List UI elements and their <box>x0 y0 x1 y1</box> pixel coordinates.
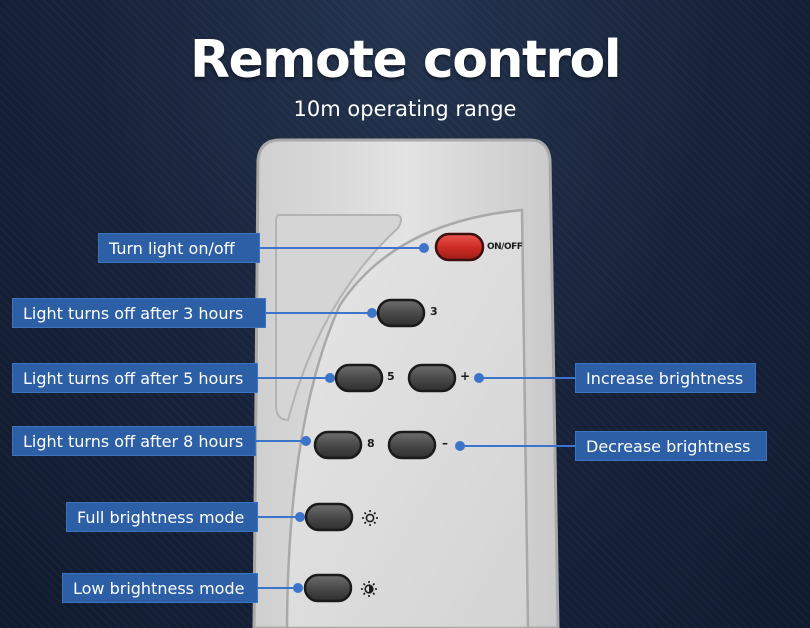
callout-turn-light-on-off: Turn light on/off <box>98 233 260 263</box>
decrease-brightness-button[interactable] <box>387 430 437 460</box>
sun-outline-icon <box>362 510 378 526</box>
connector-dot-decrease <box>455 441 465 451</box>
callout-decrease-brightness: Decrease brightness <box>575 431 767 461</box>
full-brightness-button[interactable] <box>304 502 354 532</box>
timer-3h-button[interactable] <box>376 298 426 328</box>
onoff-button[interactable] <box>434 232 485 262</box>
connector-dot-5h <box>325 373 335 383</box>
remote-window <box>275 214 402 422</box>
timer-8h-button[interactable] <box>313 430 363 460</box>
page-subtitle: 10m operating range <box>293 97 517 121</box>
connector-dot-increase <box>474 373 484 383</box>
timer-5h-label: 5 <box>387 370 395 383</box>
callout-low-brightness-mode: Low brightness mode <box>62 573 258 603</box>
callout-increase-brightness: Increase brightness <box>575 363 756 393</box>
callout-off-after-3-hours: Light turns off after 3 hours <box>12 298 266 328</box>
low-brightness-button[interactable] <box>303 573 353 603</box>
callout-full-brightness-mode: Full brightness mode <box>66 502 258 532</box>
increase-brightness-button[interactable] <box>407 363 457 393</box>
timer-8h-label: 8 <box>367 437 375 450</box>
timer-3h-label: 3 <box>430 305 438 318</box>
minus-label: – <box>442 436 448 450</box>
onoff-label: ON/OFF <box>487 242 523 252</box>
plus-label: + <box>460 369 471 383</box>
callout-off-after-8-hours: Light turns off after 8 hours <box>12 426 256 456</box>
connector-dot-low <box>293 583 303 593</box>
connector-lines <box>256 243 575 593</box>
sun-half-filled-icon <box>361 581 377 597</box>
connector-dot-full <box>295 512 305 522</box>
connector-dot-3h <box>367 308 377 318</box>
page-title: Remote control <box>189 30 622 90</box>
connector-dot-8h <box>301 436 311 446</box>
connector-dot-onoff <box>419 243 429 253</box>
callout-off-after-5-hours: Light turns off after 5 hours <box>12 363 258 393</box>
timer-5h-button[interactable] <box>334 363 384 393</box>
